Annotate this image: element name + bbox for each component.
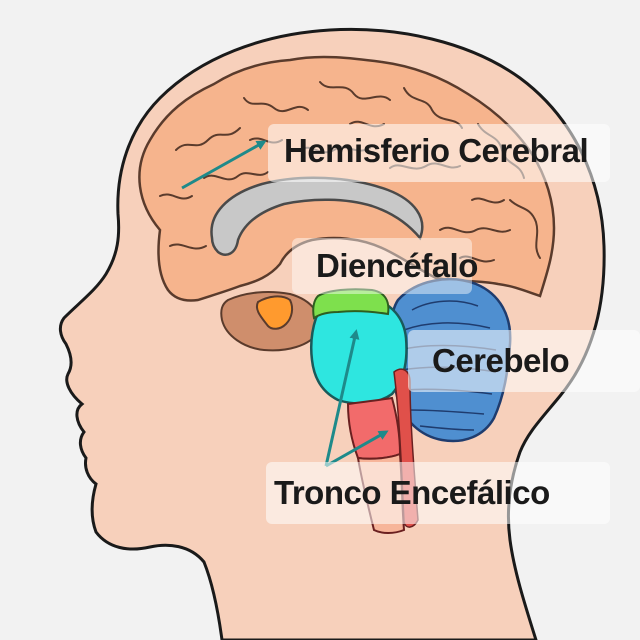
pituitary: [256, 295, 294, 330]
label-tronco-encefalico: Tronco Encefálico: [266, 462, 610, 524]
label-hemisferio-cerebral: Hemisferio Cerebral: [268, 124, 610, 182]
label-cerebelo: Cerebelo: [408, 330, 640, 392]
label-diencefalo: Diencéfalo: [292, 238, 478, 294]
hypothalamus-band: [312, 288, 390, 320]
arrow-hemisferio: [181, 140, 267, 190]
arrow-tronco-diencefalo: [324, 329, 360, 467]
arrow-tronco-brainstem: [325, 430, 389, 468]
